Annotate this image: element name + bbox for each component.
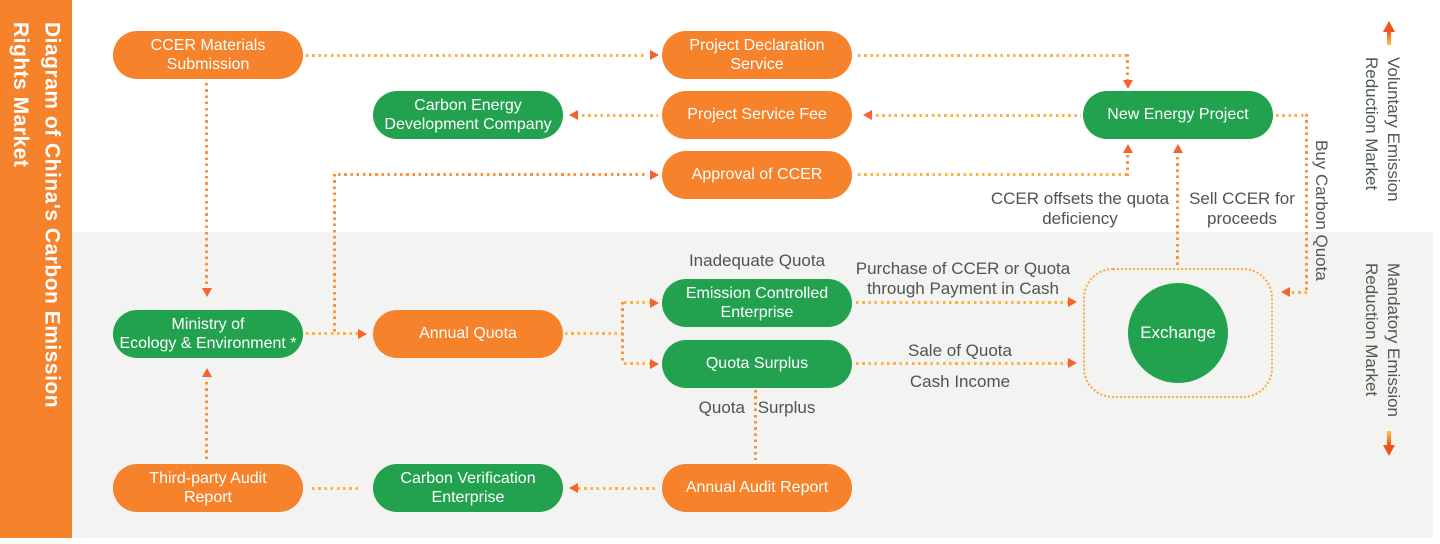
connector-fee-to-carbon-energy [582, 114, 658, 117]
connector-buy-quota-bottom [1292, 291, 1308, 294]
connector-purchase [856, 301, 1068, 304]
arrowhead-into-new-energy-bottom-left [1123, 144, 1133, 153]
connector-approval-to-new-energy-v [1126, 155, 1129, 176]
diagram-title: Diagram of China's Carbon Emission Right… [9, 22, 64, 409]
connector-verification-to-third-party [312, 487, 360, 490]
arrowhead-into-new-energy-bottom-right [1173, 144, 1183, 153]
mandatory-down-arrow-bar [1387, 431, 1391, 445]
connector-new-energy-to-fee [876, 114, 1081, 117]
arrowhead-into-annual-quota [358, 329, 367, 339]
connector-declaration-to-new-energy-v [1126, 54, 1129, 80]
connector-ministry-to-approval-h [338, 173, 648, 176]
label-sale-of-quota: Sale of Quota [908, 341, 1012, 360]
node-annual-quota: Annual Quota [373, 310, 563, 358]
label-buy-carbon-quota: Buy Carbon Quota [1312, 140, 1331, 281]
connector-third-party-to-ministry [205, 382, 208, 460]
arrowhead-purchase-into-exchange [1068, 297, 1077, 307]
node-carbon-verification-enterprise: Carbon Verification Enterprise [373, 464, 563, 512]
sidebar: Diagram of China's Carbon Emission Right… [0, 0, 72, 538]
connector-ccer-materials-to-declaration [306, 54, 646, 57]
node-ccer-materials-submission: CCER Materials Submission [113, 31, 303, 79]
connector-exchange-to-new-energy [1176, 157, 1179, 266]
node-project-declaration-service: Project Declaration Service [662, 31, 852, 79]
label-ccer-offsets: CCER offsets the quota deficiency [990, 189, 1170, 229]
label-sell-ccer: Sell CCER for proceeds [1189, 189, 1295, 229]
node-exchange: Exchange [1128, 283, 1228, 383]
arrowhead-into-fee [863, 110, 872, 120]
arrowhead-into-ministry-top [202, 288, 212, 297]
connector-ccer-materials-to-ministry [205, 83, 208, 285]
connector-to-quota-surplus [624, 362, 650, 365]
node-quota-surplus: Quota Surplus [662, 340, 852, 388]
label-inadequate-quota: Inadequate Quota [688, 251, 826, 270]
node-third-party-audit-report: Third-party Audit Report [113, 464, 303, 512]
connector-ministry-to-approval-v [333, 174, 336, 334]
exchange-dashed-frame [1083, 268, 1273, 398]
node-project-service-fee: Project Service Fee [662, 91, 852, 139]
arrowhead-into-quota-surplus [650, 359, 659, 369]
connector-audit-to-verification [578, 487, 658, 490]
voluntary-up-arrow-bar [1387, 31, 1391, 45]
arrowhead-into-carbon-energy [569, 110, 578, 120]
connector-declaration-to-new-energy-h [858, 54, 1130, 57]
node-new-energy-project: New Energy Project [1083, 91, 1273, 139]
connector-buy-quota-top [1276, 114, 1308, 117]
arrowhead-into-verification [569, 483, 578, 493]
voluntary-up-arrow-icon [1383, 21, 1395, 32]
connector-annual-quota-split [621, 302, 624, 364]
connector-ministry-to-annual-quota [306, 332, 358, 335]
label-quota-surplus-flow: Quota Surplus [698, 398, 816, 417]
node-ministry-of-ecology-environment: Ministry of Ecology & Environment * [113, 310, 303, 358]
label-cash-income: Cash Income [909, 372, 1011, 391]
arrowhead-sale-into-exchange [1068, 358, 1077, 368]
arrowhead-into-declaration [650, 50, 659, 60]
arrowhead-into-exchange-right [1281, 287, 1290, 297]
arrowhead-into-emission-controlled [650, 298, 659, 308]
node-emission-controlled-enterprise: Emission Controlled Enterprise [662, 279, 852, 327]
mandatory-down-arrow-icon [1383, 445, 1395, 456]
node-carbon-energy-development-company: Carbon Energy Development Company [373, 91, 563, 139]
arrowhead-into-new-energy-top [1123, 80, 1133, 89]
connector-buy-quota-vertical [1305, 114, 1308, 292]
connector-to-emission-controlled [624, 301, 650, 304]
connector-annual-quota-out [565, 332, 623, 335]
label-mandatory-market: Mandatory Emission Reduction Market [1362, 263, 1404, 418]
arrowhead-into-ministry-bottom [202, 368, 212, 377]
label-voluntary-market: Voluntary Emission Reduction Market [1362, 57, 1404, 202]
connector-approval-to-new-energy-h [858, 173, 1130, 176]
label-purchase-of-ccer: Purchase of CCER or Quota through Paymen… [855, 259, 1071, 299]
arrowhead-into-approval [650, 170, 659, 180]
node-approval-of-ccer: Approval of CCER [662, 151, 852, 199]
connector-sale [856, 362, 1068, 365]
node-annual-audit-report: Annual Audit Report [662, 464, 852, 512]
connector-quota-surplus-to-audit [754, 390, 757, 460]
